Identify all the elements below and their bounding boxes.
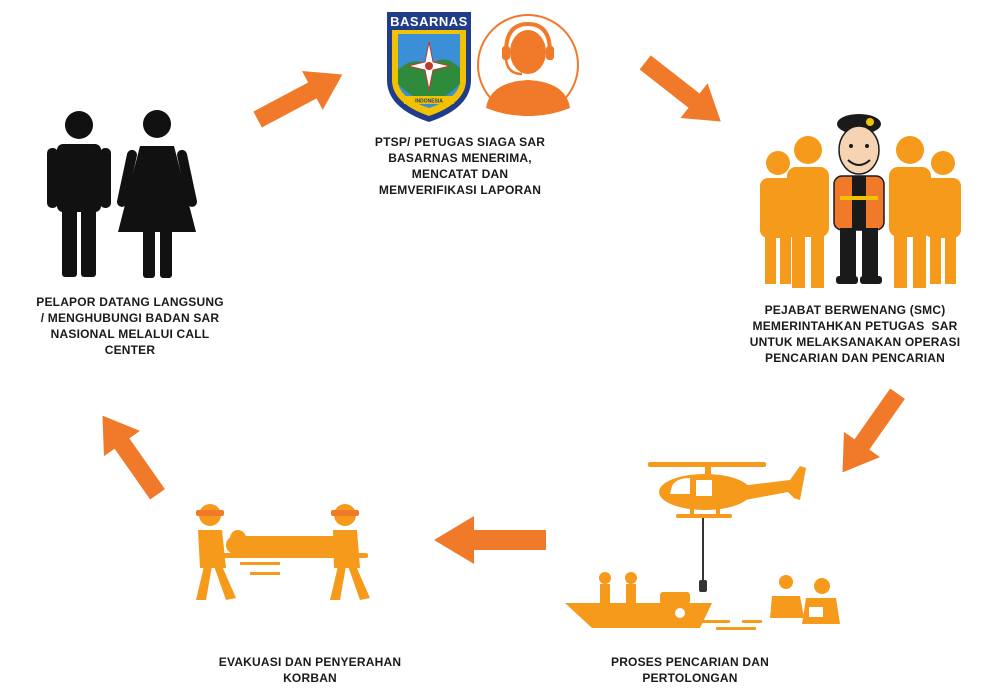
sar-team-icon bbox=[760, 114, 961, 288]
logo-text-top: BASARNAS bbox=[390, 14, 468, 29]
step-label-line: MENCATAT DAN bbox=[411, 167, 509, 181]
flow-arrow-2 bbox=[639, 55, 721, 122]
stretcher-icon bbox=[196, 504, 370, 600]
step-label-evakuasi: EVAKUASI DAN PENYERAHAN KORBAN bbox=[200, 654, 420, 686]
helicopter-boat-icon bbox=[565, 462, 840, 630]
step-label-line: / MENGHUBUNGI BADAN SAR bbox=[40, 311, 220, 325]
step-label-line: PTSP/ PETUGAS SIAGA SAR bbox=[374, 135, 546, 149]
step-label-line: KORBAN bbox=[283, 671, 337, 685]
flow-arrow-3 bbox=[842, 388, 905, 473]
step-label-pelapor: PELAPOR DATANG LANGSUNG / MENGHUBUNGI BA… bbox=[20, 294, 240, 358]
logo-text-bottom: INDONESIA bbox=[415, 99, 443, 105]
flow-arrow-1 bbox=[253, 71, 343, 128]
step-label-proses: PROSES PENCARIAN DAN PERTOLONGAN bbox=[590, 654, 790, 686]
step-label-line: CENTER bbox=[104, 343, 156, 357]
flow-arrow-5 bbox=[102, 415, 165, 500]
step-label-line: PROSES PENCARIAN DAN bbox=[610, 655, 770, 669]
step-label-line: MEMERINTAHKAN PETUGAS SAR bbox=[752, 319, 958, 333]
step-label-pejabat: PEJABAT BERWENANG (SMC) MEMERINTAHKAN PE… bbox=[735, 302, 975, 366]
step-label-line: EVAKUASI DAN PENYERAHAN bbox=[218, 655, 402, 669]
step-label-line: PERTOLONGAN bbox=[642, 671, 738, 685]
step-label-line: BASARNAS MENERIMA, bbox=[388, 151, 532, 165]
step-label-line: PENCARIAN DAN PENCARIAN bbox=[765, 351, 945, 365]
step-label-line: PELAPOR DATANG LANGSUNG bbox=[36, 295, 224, 309]
step-label-ptsp: PTSP/ PETUGAS SIAGA SAR BASARNAS MENERIM… bbox=[350, 134, 570, 198]
step-label-line: UNTUK MELAKSANAKAN OPERASI bbox=[749, 335, 961, 349]
step-label-line: PEJABAT BERWENANG (SMC) bbox=[764, 303, 946, 317]
man-woman-icon bbox=[47, 110, 198, 278]
step-label-line: MEMVERIFIKASI LAPORAN bbox=[378, 183, 542, 197]
flow-arrow-4 bbox=[434, 516, 546, 564]
basarnas-logo: INDONESIA BASARNAS bbox=[387, 12, 471, 122]
headset-operator-icon bbox=[477, 14, 579, 116]
step-label-line: NASIONAL MELALUI CALL bbox=[50, 327, 210, 341]
